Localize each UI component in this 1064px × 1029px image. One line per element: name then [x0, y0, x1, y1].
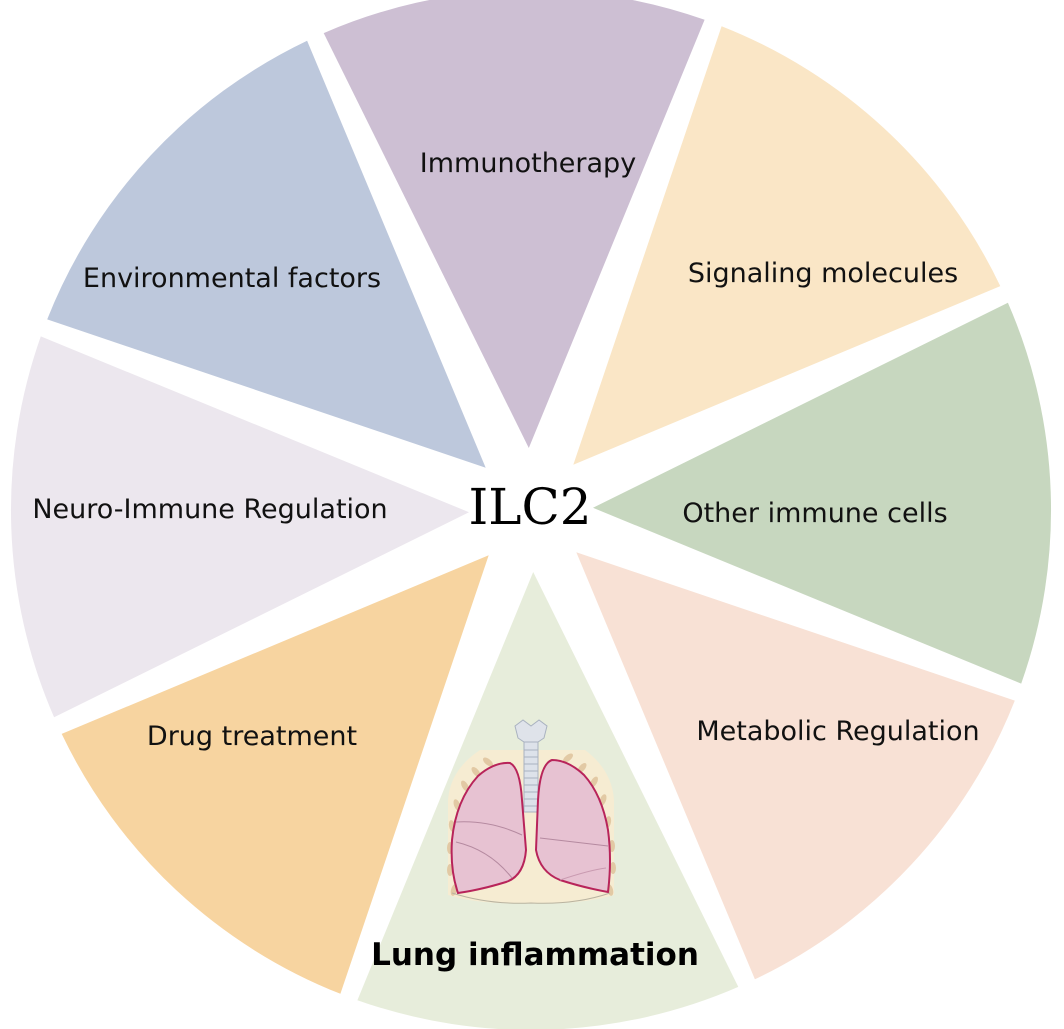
sector-neuro-immune-regulation — [10, 336, 470, 718]
sector-label-other-immune-cells: Other immune cells — [682, 498, 947, 529]
sector-metabolic-regulation — [576, 552, 1015, 980]
sector-label-environmental-factors: Environmental factors — [83, 263, 381, 294]
lungs-icon — [447, 719, 616, 904]
sector-label-lung-inflammation: Lung inflammation — [371, 937, 699, 973]
sector-other-immune-cells — [593, 302, 1052, 684]
sector-drug-treatment — [61, 555, 489, 994]
center-label-ilc2: ILC2 — [468, 478, 591, 536]
sector-signaling-molecules — [573, 26, 1001, 465]
sector-environmental-factors — [47, 40, 486, 468]
sector-label-neuro-immune-regulation: Neuro-Immune Regulation — [32, 494, 387, 525]
sector-label-immunotherapy: Immunotherapy — [420, 148, 636, 179]
sector-immunotherapy — [323, 0, 705, 448]
sector-label-drug-treatment: Drug treatment — [147, 721, 357, 752]
sector-label-metabolic-regulation: Metabolic Regulation — [696, 716, 979, 747]
sector-label-signaling-molecules: Signaling molecules — [688, 258, 958, 289]
